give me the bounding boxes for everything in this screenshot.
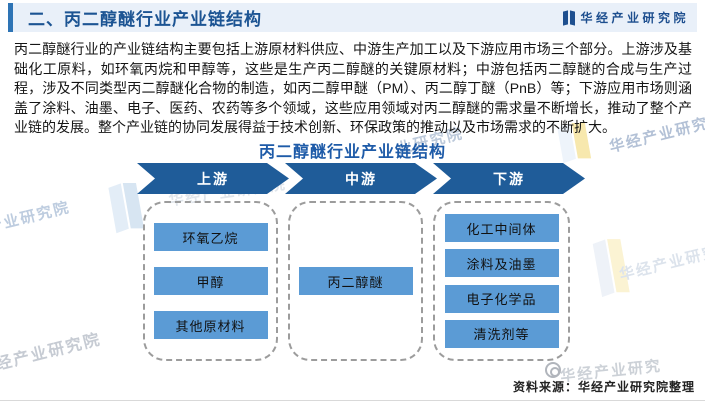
- book-page-left: [563, 9, 569, 26]
- book-page-right: [607, 239, 630, 293]
- chain-item: 环氧乙烷: [153, 223, 268, 251]
- downstream-panel: 化工中间体 涂料及油墨 电子化学品 清洗剂等: [433, 201, 570, 361]
- book-page-left: [108, 183, 129, 234]
- stage-arrow-midstream: 中游: [285, 163, 437, 194]
- book-page-right: [570, 9, 576, 26]
- midstream-panel: 丙二醇醚: [288, 201, 423, 361]
- chain-item: 化工中间体: [444, 214, 559, 243]
- stage-label: 下游: [493, 170, 525, 187]
- stage-arrow-upstream: 上游: [137, 163, 289, 194]
- header-accent-bar: [8, 3, 13, 32]
- section-header: 二、丙二醇醚行业产业链结构 华经产业研究院: [8, 3, 697, 32]
- book-page-left: [592, 239, 615, 298]
- book-logo-shape-icon: [592, 238, 630, 298]
- logo-book-icon: [563, 9, 576, 26]
- chain-item: 涂料及油墨: [444, 249, 559, 278]
- chain-item: 电子化学品: [444, 284, 559, 313]
- chain-item: 其他原材料: [153, 311, 268, 339]
- chain-item: 清洗剂等: [444, 319, 559, 348]
- book-logo-shape-icon: [108, 182, 144, 234]
- intro-paragraph: 丙二醇醚行业的产业链结构主要包括上游原材料供应、中游生产加工以及下游应用市场三个…: [14, 41, 692, 135]
- stage-arrow-downstream: 下游: [433, 163, 585, 194]
- book-page-right: [122, 183, 144, 229]
- brand-watermark: 产业研究院: [0, 198, 73, 237]
- weibo-eye-icon: [545, 362, 561, 378]
- source-note: 资料来源：华经产业研究院整理: [512, 380, 695, 394]
- page-title: 二、丙二醇醚行业产业链结构: [28, 10, 262, 29]
- brand-logo-text: 华经产业研究院: [580, 11, 689, 25]
- stage-label: 中游: [345, 170, 377, 187]
- chain-item: 甲醇: [153, 267, 268, 295]
- brand-watermark: 经产业研究院: [0, 331, 104, 374]
- brand-watermark: 华经产业研究: [617, 242, 705, 285]
- upstream-panel: 环氧乙烷 甲醇 其他原材料: [143, 201, 278, 361]
- stage-label: 上游: [197, 170, 229, 187]
- diagram-title: 丙二醇醚行业产业链结构: [258, 144, 446, 161]
- chain-item: 丙二醇醚: [298, 267, 413, 295]
- brand-logo: 华经产业研究院: [563, 9, 689, 26]
